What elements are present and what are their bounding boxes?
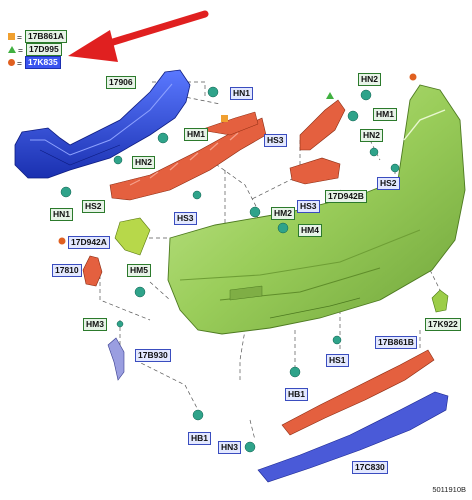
legend-label-17d995[interactable]: 17D995 bbox=[25, 43, 62, 56]
label-hn1-left[interactable]: HN1 bbox=[50, 208, 74, 221]
marker-circle-2 bbox=[58, 237, 66, 245]
legend-item-circle: = 17K835 bbox=[8, 56, 61, 69]
bracket-17b930[interactable] bbox=[107, 337, 125, 381]
label-17906[interactable]: 17906 bbox=[106, 76, 136, 89]
label-hm1-left[interactable]: HM1 bbox=[184, 128, 208, 141]
marker-triangle bbox=[326, 92, 334, 99]
label-hs3-right[interactable]: HS3 bbox=[297, 200, 320, 213]
side-bracket-17d942b[interactable] bbox=[289, 99, 346, 185]
fasteners bbox=[60, 86, 400, 453]
label-hn2-left[interactable]: HN2 bbox=[132, 156, 156, 169]
lower-reinforcement-17b861b[interactable] bbox=[281, 349, 435, 436]
lower-trim-17c830[interactable] bbox=[257, 391, 449, 483]
label-17k922[interactable]: 17K922 bbox=[425, 318, 461, 331]
diagram-code: 5011910B bbox=[432, 485, 466, 494]
label-hs3-mid[interactable]: HS3 bbox=[264, 134, 287, 147]
clip-17k922[interactable] bbox=[431, 289, 449, 313]
label-hm2[interactable]: HM2 bbox=[271, 207, 295, 220]
label-hs1[interactable]: HS1 bbox=[326, 354, 349, 367]
bracket-17d942a[interactable] bbox=[114, 217, 151, 256]
label-hn2-right-top[interactable]: HN2 bbox=[358, 73, 382, 86]
label-hn1-top[interactable]: HN1 bbox=[230, 87, 254, 100]
label-hm3[interactable]: HM3 bbox=[83, 318, 107, 331]
label-hb1-right[interactable]: HB1 bbox=[285, 388, 309, 401]
label-17810[interactable]: 17810 bbox=[52, 264, 82, 277]
bracket-17810[interactable] bbox=[82, 255, 103, 287]
legend-item-square: = 17B861A bbox=[8, 30, 67, 43]
marker-circle-1 bbox=[409, 73, 417, 81]
label-17b930[interactable]: 17B930 bbox=[135, 349, 171, 362]
label-hm1-right[interactable]: HM1 bbox=[373, 108, 397, 121]
label-hn3[interactable]: HN3 bbox=[218, 441, 242, 454]
square-icon bbox=[8, 33, 15, 40]
label-hm5[interactable]: HM5 bbox=[127, 264, 151, 277]
label-hs2-right[interactable]: HS2 bbox=[377, 177, 400, 190]
label-hs3-left[interactable]: HS3 bbox=[174, 212, 197, 225]
reinforcement-beam-17906[interactable] bbox=[14, 69, 191, 179]
label-17c830[interactable]: 17C830 bbox=[352, 461, 388, 474]
upper-bracket[interactable] bbox=[109, 111, 267, 201]
label-17b861b[interactable]: 17B861B bbox=[375, 336, 417, 349]
legend-item-triangle: = 17D995 bbox=[8, 43, 62, 56]
legend-label-17b861a[interactable]: 17B861A bbox=[24, 30, 67, 43]
label-hn2-right[interactable]: HN2 bbox=[360, 129, 384, 142]
marker-square bbox=[221, 115, 228, 122]
label-hs2-left[interactable]: HS2 bbox=[82, 200, 105, 213]
label-17d942b[interactable]: 17D942B bbox=[325, 190, 367, 203]
red-arrow bbox=[68, 10, 209, 62]
legend-label-17k835[interactable]: 17K835 bbox=[24, 56, 61, 69]
label-17d942a[interactable]: 17D942A bbox=[68, 236, 110, 249]
label-hm4[interactable]: HM4 bbox=[298, 224, 322, 237]
label-hb1-left[interactable]: HB1 bbox=[188, 432, 212, 445]
triangle-icon bbox=[8, 46, 16, 53]
circle-icon bbox=[8, 59, 15, 66]
